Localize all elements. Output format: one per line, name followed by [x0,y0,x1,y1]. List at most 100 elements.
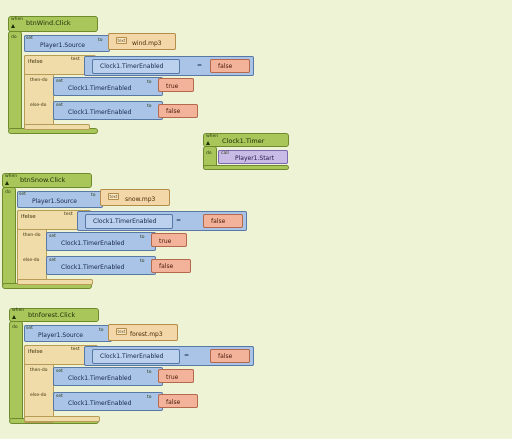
then-value: true [159,238,172,245]
then-label: then-do [23,233,41,238]
compare-value: false [218,353,233,360]
equals-operator: = [197,62,203,69]
when-label: when [5,174,18,179]
event-header[interactable] [9,308,99,322]
when-label: when [11,17,24,22]
compare-value: false [218,63,233,70]
event-footer [203,165,289,170]
then-property: Clock1.TimerEnabled [68,375,132,382]
to-label: to [140,259,145,264]
false-block[interactable] [210,59,250,73]
text-label-box: text [116,328,127,335]
ifelse-footer [24,416,100,422]
then-property: Clock1.TimerEnabled [61,240,125,247]
to-label: to [99,328,104,333]
event-body [2,187,16,287]
compare-value: false [211,218,226,225]
to-label: to [147,104,152,109]
equals-operator: = [184,352,190,359]
then-label: then-do [30,78,48,83]
collapse-triangle-icon[interactable] [12,315,16,319]
true-block[interactable] [151,233,187,247]
set-label: set [26,36,33,41]
else-value: false [166,108,181,115]
event-body [9,321,23,421]
test-property: Clock1.TimerEnabled [93,218,157,225]
event-header[interactable] [2,173,92,188]
to-label: to [147,80,152,85]
ifelse-footer [24,124,90,130]
test-label: test [64,212,73,217]
test-property: Clock1.TimerEnabled [100,353,164,360]
set-label: set [49,258,56,263]
text-label-box: text [116,37,127,44]
else-property: Clock1.TimerEnabled [68,109,132,116]
source-value: snow.mp3 [125,196,156,203]
do-label: do [11,35,17,40]
false-block[interactable] [210,349,250,363]
else-property: Clock1.TimerEnabled [61,264,125,271]
else-label: else-do [23,258,40,263]
set-label: set [56,394,63,399]
false-block[interactable] [158,394,198,408]
set-label: set [56,369,63,374]
else-property: Clock1.TimerEnabled [68,400,132,407]
get-property-block[interactable] [92,59,180,74]
collapse-triangle-icon[interactable] [206,141,210,145]
when-label: when [12,308,25,313]
then-value: true [166,83,179,90]
to-label: to [140,235,145,240]
to-label: to [147,395,152,400]
equals-operator: = [176,217,182,224]
else-label: else-do [30,103,47,108]
else-label: else-do [30,393,47,398]
set-label: set [49,234,56,239]
event-name: Clock1.Timer [222,137,265,145]
source-property: Player1.Source [32,198,78,205]
event-body [8,31,22,131]
to-label: to [91,193,96,198]
test-label: test [71,347,80,352]
true-block[interactable] [158,369,194,383]
call-label: call [221,151,229,156]
get-property-block[interactable] [92,349,180,364]
event-name: btnforest.Click [28,311,76,319]
ifelse-label: ifelse [21,214,36,220]
ifelse-footer [17,279,93,285]
test-property: Clock1.TimerEnabled [100,63,164,70]
true-block[interactable] [158,78,194,92]
set-label: set [19,192,26,197]
event-header[interactable] [203,133,289,147]
do-label: do [12,325,18,330]
then-value: true [166,374,179,381]
test-label: test [71,57,80,62]
event-name: btnSnow.Click [20,176,66,184]
when-label: when [206,134,219,139]
false-block[interactable] [151,259,191,273]
event-name: btnWind.Click [26,19,71,27]
source-value: forest.mp3 [130,331,163,338]
do-label: do [206,151,212,156]
source-property: Player1.Source [40,42,86,49]
method-name: Player1.Start [235,155,275,162]
false-block[interactable] [203,214,243,228]
to-label: to [147,370,152,375]
collapse-triangle-icon[interactable] [11,24,15,28]
ifelse-label: ifelse [28,59,43,65]
source-value: wind.mp3 [132,40,162,47]
ifelse-label: ifelse [28,349,43,355]
else-value: false [166,399,181,406]
set-label: set [56,79,63,84]
get-property-block[interactable] [85,214,173,229]
do-label: do [5,190,11,195]
source-property: Player1.Source [38,332,84,339]
set-label: set [56,103,63,108]
set-label: set [26,326,33,331]
collapse-triangle-icon[interactable] [5,181,9,185]
to-label: to [98,38,103,43]
else-value: false [159,263,174,270]
call-method-block[interactable] [218,150,288,164]
false-block[interactable] [158,104,198,118]
event-header[interactable] [8,16,98,32]
